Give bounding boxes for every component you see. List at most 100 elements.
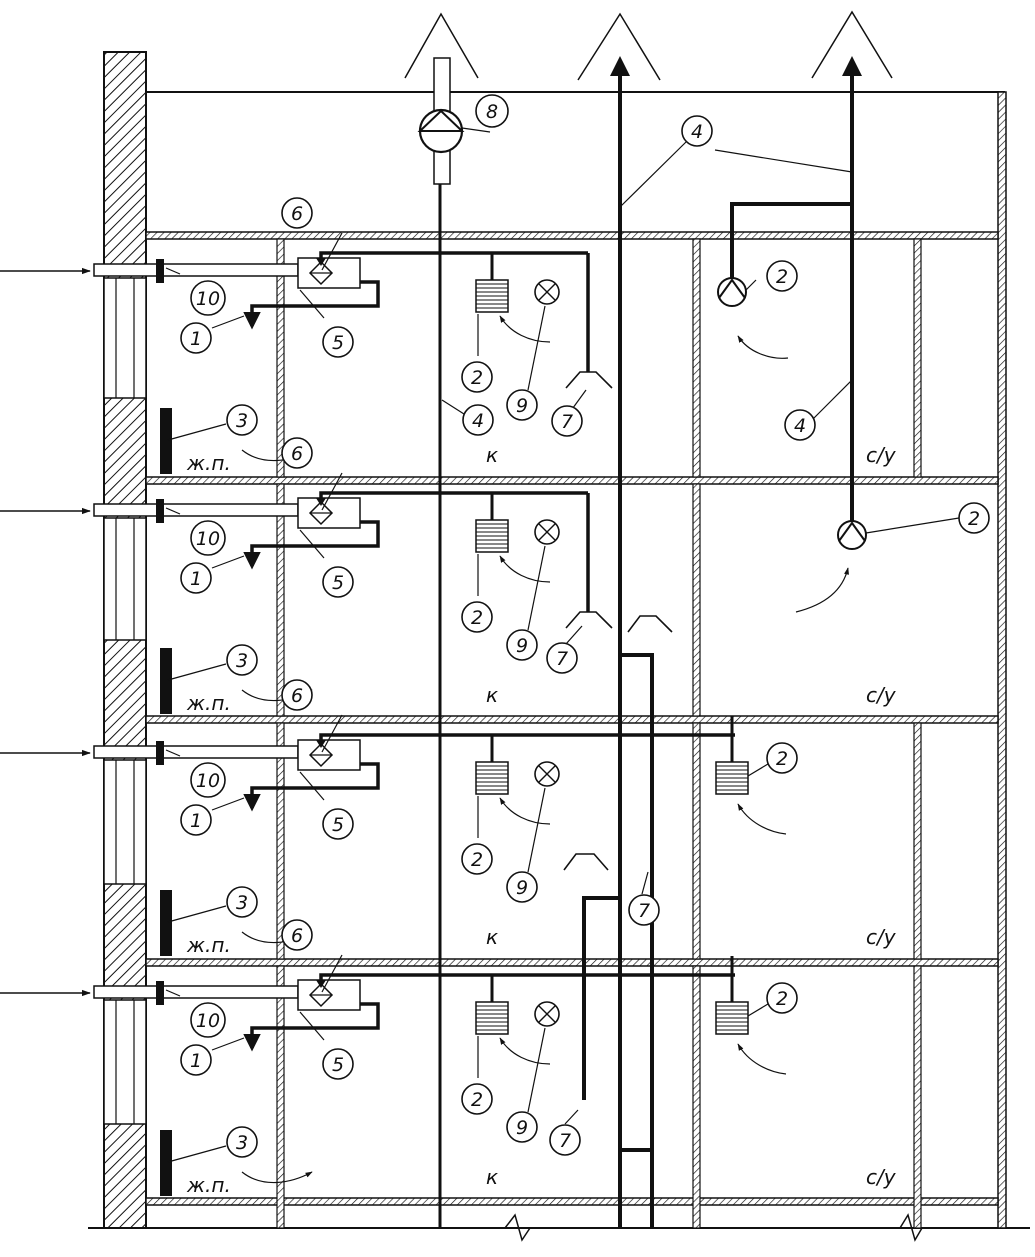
label-text: 10 — [196, 770, 220, 792]
callout-3: 3 — [226, 644, 258, 676]
room-label-living: ж.п. — [186, 1173, 231, 1197]
label-circle — [281, 197, 313, 229]
label-text: 2 — [471, 607, 483, 629]
label-text: 6 — [291, 443, 303, 465]
room-label-kitchen: к — [486, 443, 498, 467]
floor-slabs — [145, 231, 999, 1206]
callout-5: 5 — [322, 1048, 354, 1080]
valve-symbol — [534, 279, 560, 305]
label-circle — [461, 601, 493, 633]
label-circle — [784, 409, 816, 441]
leader-line — [527, 305, 546, 391]
leader-line — [299, 1011, 325, 1041]
label-text: 3 — [236, 410, 248, 432]
exhaust-risers — [582, 56, 862, 1228]
label-text: 1 — [190, 328, 202, 350]
radiator — [160, 890, 172, 956]
callout-4: 4 — [462, 404, 494, 436]
floor-1 — [0, 251, 613, 474]
callout-6: 6 — [281, 437, 313, 469]
label-circle — [461, 843, 493, 875]
bathroom-grille — [715, 716, 787, 835]
callout-8: 8 — [475, 94, 509, 128]
valve-cross — [538, 1005, 556, 1023]
label-circle — [475, 94, 509, 128]
leader-line — [211, 1037, 245, 1051]
collector-arrow — [316, 258, 326, 266]
kitchen-hood — [627, 615, 673, 633]
callout-2: 2 — [958, 502, 990, 534]
label-circle — [461, 361, 493, 393]
leader-line — [299, 529, 325, 559]
label-circle — [226, 886, 258, 918]
label-circle — [546, 642, 578, 674]
label-circle — [226, 404, 258, 436]
airflow-arrow — [499, 797, 551, 825]
label-circle — [766, 982, 798, 1014]
label-text: 2 — [471, 849, 483, 871]
supply-duct — [93, 745, 299, 759]
kitchen-grille — [475, 1001, 509, 1035]
label-circle — [766, 742, 798, 774]
right-wall — [997, 91, 1007, 1229]
label-circle — [226, 644, 258, 676]
callout-7: 7 — [546, 642, 578, 674]
kitchen-grille — [475, 761, 509, 795]
label-text: 1 — [190, 568, 202, 590]
callout-1: 1 — [180, 804, 212, 836]
label-circle — [190, 520, 226, 556]
room-label-bathroom: с/у — [866, 683, 897, 707]
exhaust-collector — [319, 251, 588, 262]
supply-duct — [93, 503, 299, 517]
valve-symbol — [534, 761, 560, 787]
label-circle — [506, 389, 538, 421]
kitchen-hood — [563, 853, 609, 871]
label-text: 3 — [236, 650, 248, 672]
room-label-bathroom: с/у — [866, 1165, 897, 1189]
callout-2: 2 — [461, 1083, 493, 1115]
label-text: 10 — [196, 288, 220, 310]
label-text: 4 — [691, 121, 703, 143]
break-mark — [899, 1213, 923, 1242]
label-circle — [958, 502, 990, 534]
label-circle — [322, 1048, 354, 1080]
room-label-kitchen: к — [486, 683, 498, 707]
label-circle — [628, 894, 660, 926]
radiator — [160, 648, 172, 714]
callout-1: 1 — [180, 322, 212, 354]
valve-cross — [538, 283, 556, 301]
callout-10: 10 — [190, 280, 226, 316]
callout-10: 10 — [190, 520, 226, 556]
callout-5: 5 — [322, 326, 354, 358]
label-text: 2 — [471, 1089, 483, 1111]
label-circle — [506, 1111, 538, 1143]
label-text: 10 — [196, 528, 220, 550]
label-text: 9 — [516, 635, 528, 657]
label-circle — [462, 404, 494, 436]
floor-3 — [0, 615, 735, 956]
kitchen-hood — [565, 371, 613, 389]
label-text: 9 — [516, 877, 528, 899]
airflow-arrow — [499, 1037, 551, 1065]
label-text: 5 — [332, 572, 344, 594]
callout-1: 1 — [180, 1044, 212, 1076]
label-circle — [180, 562, 212, 594]
leader-line — [299, 771, 325, 801]
callout-10: 10 — [190, 762, 226, 798]
label-circle — [281, 437, 313, 469]
leader-line — [321, 232, 343, 271]
callout-10: 10 — [190, 1002, 226, 1038]
label-text: 1 — [190, 810, 202, 832]
valve-cross — [538, 765, 556, 783]
leader-line — [211, 555, 245, 569]
exhaust-collector — [319, 491, 588, 502]
callout-6: 6 — [281, 919, 313, 951]
label-text: 7 — [561, 411, 573, 433]
partitions — [276, 238, 922, 1229]
label-circle — [322, 808, 354, 840]
exhaust-collector — [319, 733, 735, 744]
label-text: 7 — [638, 900, 650, 922]
label-text: 9 — [516, 1117, 528, 1139]
